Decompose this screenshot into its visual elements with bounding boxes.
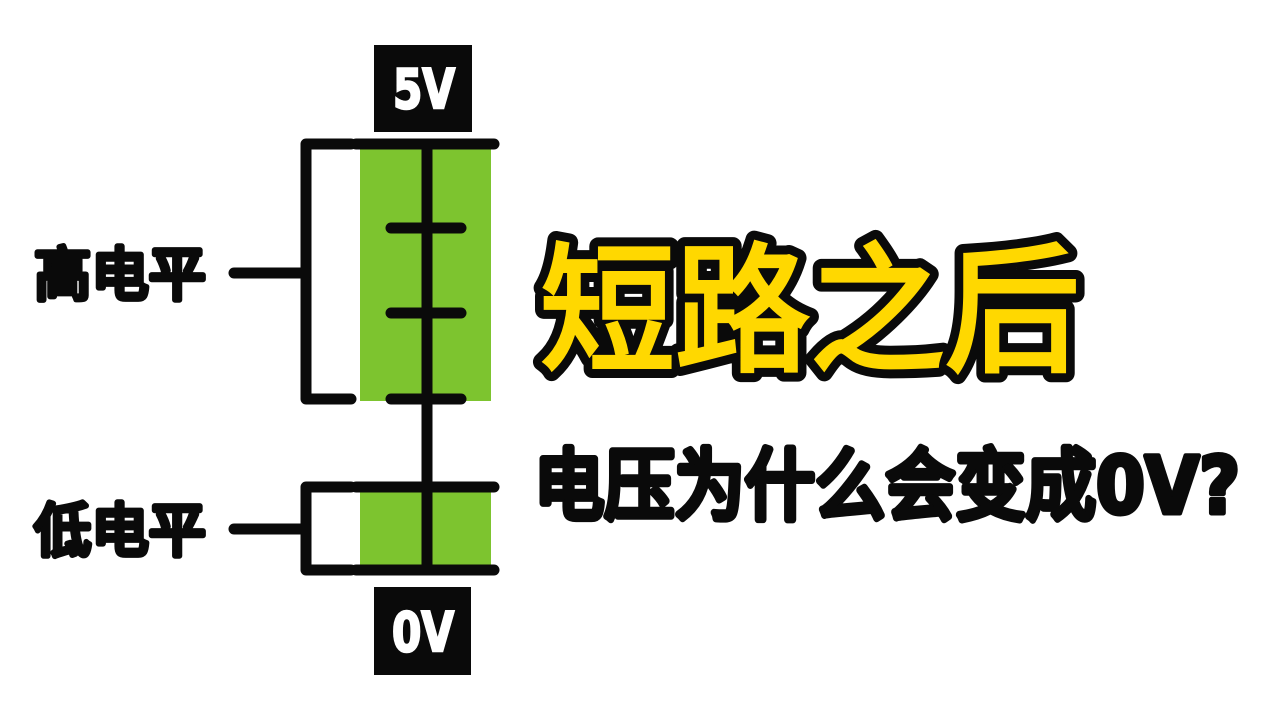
bottom-voltage-box — [374, 587, 471, 675]
low-level-label: 低电平 — [34, 497, 206, 565]
bottom-voltage-label: 0V — [392, 601, 454, 664]
high-level-label: 高电平 — [34, 241, 206, 309]
low-level-bracket — [300, 481, 357, 576]
top-voltage-box — [374, 45, 472, 132]
headline: 短路之后 电压为什么会变成0V? — [531, 222, 1243, 535]
headline-subtitle: 电压为什么会变成0V? — [534, 442, 1240, 532]
high-level-bracket — [300, 138, 357, 405]
headline-title: 短路之后 — [540, 231, 1080, 394]
voltage-scale-diagram: 5V 0V 高电平 低电平 — [32, 45, 500, 675]
top-voltage-label: 5V — [393, 58, 455, 121]
